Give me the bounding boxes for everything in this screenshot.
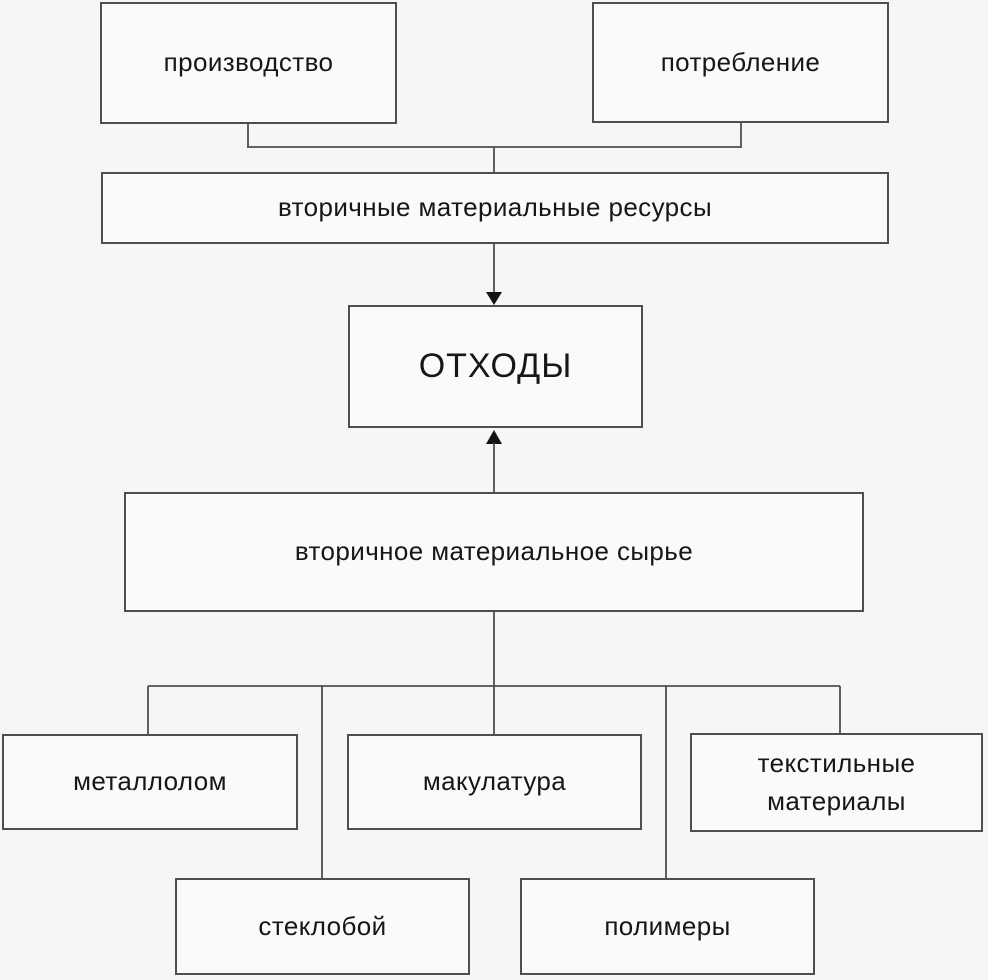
node-consumption: потребление <box>592 2 889 123</box>
node-polymers: полимеры <box>520 878 815 975</box>
node-secondary-material-resources: вторичные материальные ресурсы <box>101 172 889 244</box>
node-production: производство <box>100 2 397 124</box>
arrowhead-up-icon <box>486 430 502 444</box>
node-waste: ОТХОДЫ <box>348 305 643 428</box>
node-waste-paper: макулатура <box>347 734 642 830</box>
node-secondary-material-raw: вторичное материальное сырье <box>124 492 864 612</box>
node-cullet: стеклобой <box>175 878 470 975</box>
arrowhead-down-icon <box>486 292 502 305</box>
node-scrap-metal: металлолом <box>2 734 298 830</box>
node-textile-materials: текстильные материалы <box>690 733 983 832</box>
